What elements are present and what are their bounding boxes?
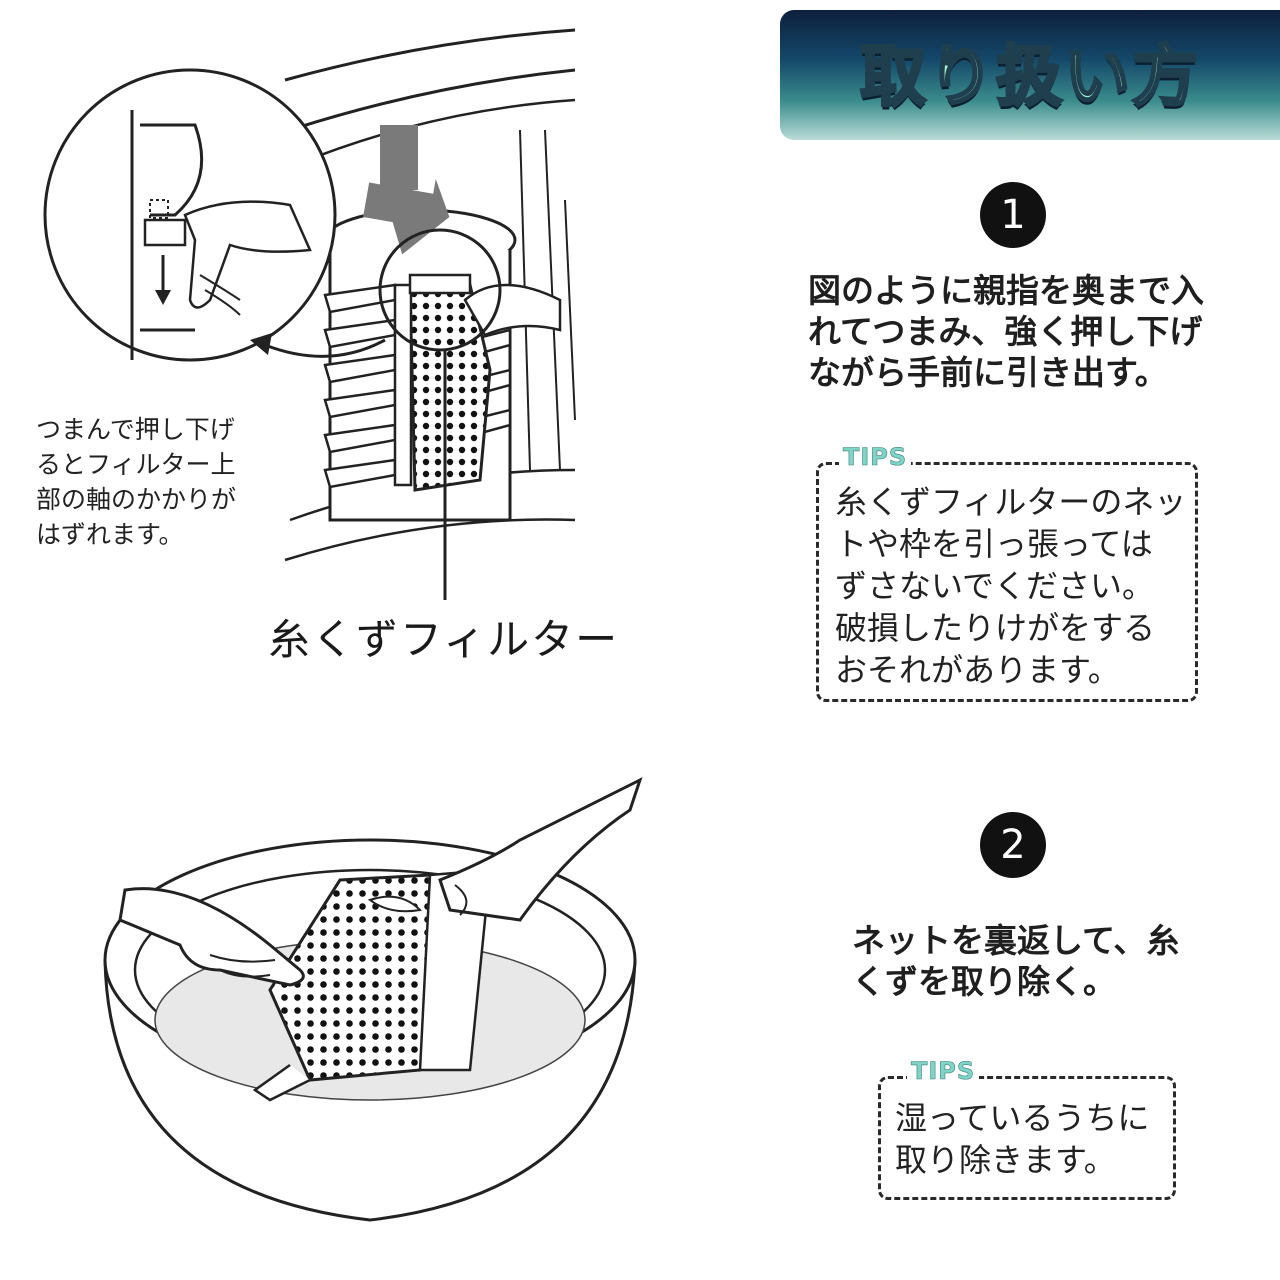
step-1-instruction: 図のように親指を奥まで入 れてつまみ、強く押し下げ ながら手前に引き出す。 — [808, 271, 1204, 392]
filter-caption: つまんで押し下げ るとフィルター上 部の軸のかかりが はずれます。 — [36, 415, 237, 549]
step-1-tips-box: TIPS 糸くずフィルターのネッ トや枠を引っ張っては ずさないでください。 破… — [816, 443, 1198, 702]
filter-removal-illustration — [43, 28, 576, 600]
step-2-tips-text: 湿っているうちに 取り除きます。 — [895, 1099, 1150, 1179]
page-title: 取り扱い方 — [859, 37, 1200, 117]
step-2-tips-box: TIPS 湿っているうちに 取り除きます。 — [878, 1057, 1176, 1200]
step-1-number-text: 1 — [1000, 192, 1026, 238]
header-banner: 取り扱い方 — [780, 10, 1280, 140]
step-2-tips-label: TIPS — [907, 1057, 980, 1085]
filter-label: 糸くずフィルター — [268, 615, 620, 664]
step-2-number: 2 — [980, 812, 1046, 878]
step-1-tips-label: TIPS — [839, 443, 912, 471]
step-1-number: 1 — [980, 182, 1046, 248]
step-2-instruction: ネットを裏返して、糸 くずを取り除く。 — [852, 921, 1180, 1001]
net-cleaning-illustration — [103, 777, 643, 1222]
step-2-number-text: 2 — [1000, 822, 1026, 868]
step-1-tips-text: 糸くずフィルターのネッ トや枠を引っ張っては ずさないでください。 破損したりけ… — [835, 483, 1187, 689]
